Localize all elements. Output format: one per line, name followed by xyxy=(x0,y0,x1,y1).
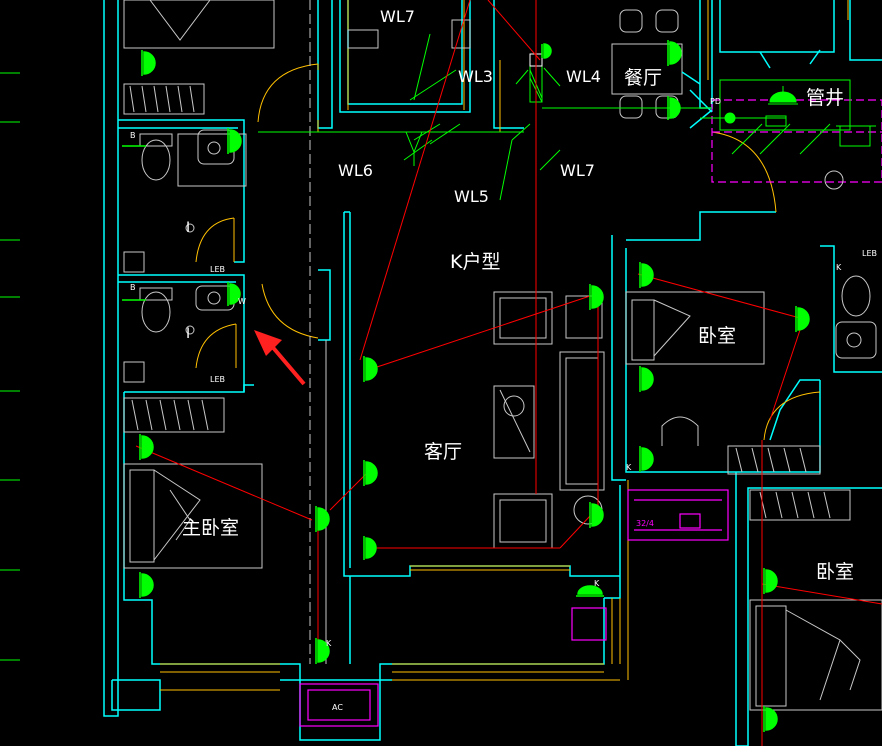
door-swings xyxy=(195,63,821,441)
left-ruler-ticks xyxy=(0,72,20,661)
tag-k-2: K xyxy=(626,463,632,472)
label-shaft: 管井 xyxy=(806,87,844,109)
tag-roman-2: I xyxy=(186,326,190,342)
windows xyxy=(160,0,849,691)
label-wl7-mid: WL7 xyxy=(560,161,595,180)
door-leaves xyxy=(233,64,319,368)
corridor-lines xyxy=(309,0,327,664)
wall-socket-icon xyxy=(139,40,810,732)
tag-b-2: B xyxy=(130,283,136,292)
walls xyxy=(103,0,882,746)
magenta-elements xyxy=(299,99,882,727)
label-wl5: WL5 xyxy=(454,187,489,206)
label-wl4: WL4 xyxy=(566,67,601,86)
tag-roman-1: I xyxy=(186,220,190,236)
small-tags: LEB LEB LEB W B B K K K K PD AC 32/4 I I xyxy=(130,97,877,712)
floor-drain-icon xyxy=(824,170,844,190)
label-wl3: WL3 xyxy=(458,67,493,86)
tag-k-3: K xyxy=(594,579,600,588)
label-unit-type: K户型 xyxy=(450,251,500,273)
label-bedroom-right: 卧室 xyxy=(698,325,736,347)
shaft-cyan-arrows xyxy=(681,49,821,129)
label-wl7-top: WL7 xyxy=(380,7,415,26)
tag-w: W xyxy=(238,297,246,306)
green-wiring xyxy=(258,33,786,201)
label-wl6: WL6 xyxy=(338,161,373,180)
tag-leb-2: LEB xyxy=(210,375,225,384)
tag-pd: PD xyxy=(710,97,721,106)
label-master-bedroom: 主卧室 xyxy=(182,517,239,539)
label-living-room: 客厅 xyxy=(424,441,462,463)
tag-b-1: B xyxy=(130,131,136,140)
red-wiring xyxy=(135,0,882,746)
tag-k-1: K xyxy=(326,639,332,648)
room-labels: WL7 WL3 WL4 餐厅 管井 WL6 WL5 WL7 K户型 卧室 客厅 … xyxy=(182,7,854,583)
tag-leb-1: LEB xyxy=(210,265,225,274)
label-bedroom-lower-right: 卧室 xyxy=(816,561,854,583)
tag-k-4: K xyxy=(836,263,842,272)
red-pointer-arrow-icon xyxy=(254,330,306,386)
tag-leb-3: LEB xyxy=(862,249,877,258)
shaft-details xyxy=(719,79,876,155)
tag-ac: AC xyxy=(332,703,343,712)
tag-panel: 32/4 xyxy=(636,519,654,528)
label-dining: 餐厅 xyxy=(624,67,662,89)
ceiling-lamp-icon xyxy=(122,86,798,301)
furniture xyxy=(123,0,882,711)
